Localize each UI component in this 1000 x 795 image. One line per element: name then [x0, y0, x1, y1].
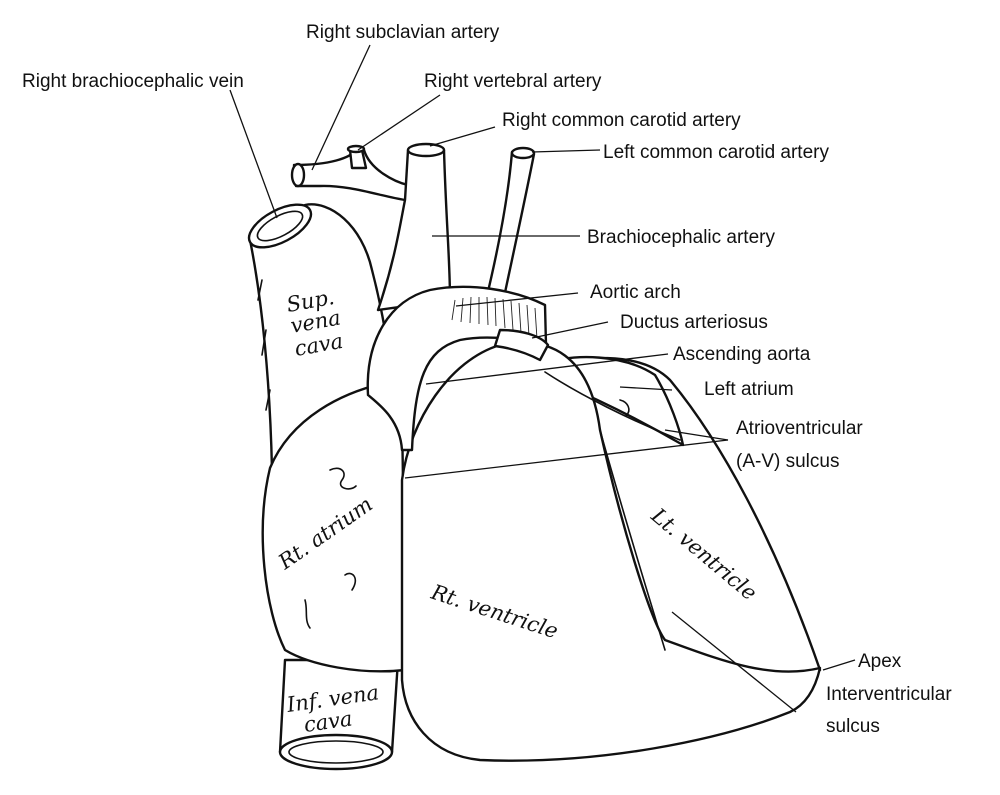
left-common-carotid-artery: [484, 146, 536, 304]
label-brachiocephalic-artery: Brachiocephalic artery: [587, 227, 775, 248]
label-aortic-arch: Aortic arch: [590, 282, 681, 303]
label-av-sulcus: (A-V) sulcus: [736, 451, 839, 472]
label-apex: Apex: [858, 651, 902, 672]
leader-lines: [229, 44, 856, 713]
label-right-common-carotid-artery: Right common carotid artery: [502, 110, 741, 131]
label-ascending-aorta: Ascending aorta: [673, 344, 811, 365]
inferior-vena-cava: [278, 658, 400, 771]
label-right-subclavian-artery: Right subclavian artery: [306, 22, 500, 43]
brachiocephalic-artery: [376, 142, 452, 312]
right-subclavian-artery: [290, 144, 410, 202]
interventricular-sulcus-line: [599, 429, 666, 651]
label-ductus-arteriosus: Ductus arteriosus: [620, 312, 768, 333]
label-interventricular-sulcus: sulcus: [826, 716, 880, 737]
label-right-brachiocephalic-vein: Right brachiocephalic vein: [22, 71, 244, 92]
label-atrioventricular: Atrioventricular: [736, 418, 863, 439]
label-right-vertebral-artery: Right vertebral artery: [424, 71, 602, 92]
label-left-atrium: Left atrium: [704, 379, 794, 400]
av-sulcus-line: [544, 371, 681, 441]
label-left-common-carotid-artery: Left common carotid artery: [603, 142, 829, 163]
label-interventricular: Interventricular: [826, 684, 952, 705]
